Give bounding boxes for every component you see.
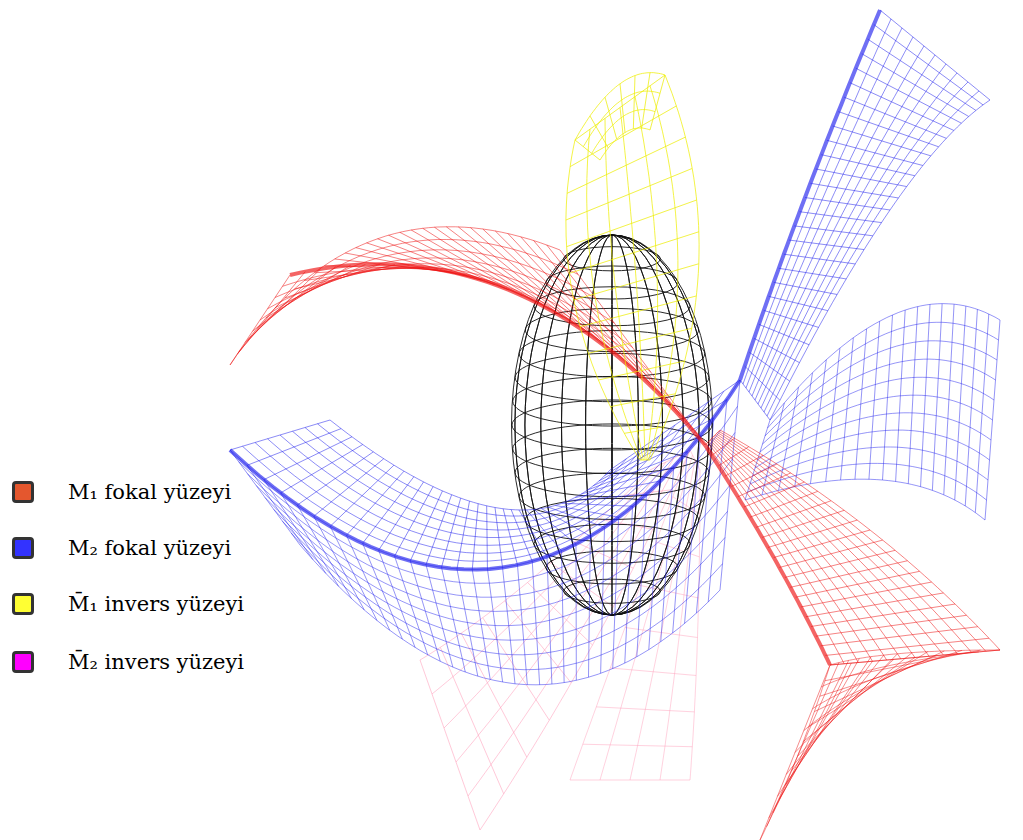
legend-label: M̄₁ invers yüzeyi <box>68 592 244 616</box>
mesh-line <box>650 75 699 460</box>
legend-entry: M̄₁ invers yüzeyi <box>12 592 244 616</box>
mesh-line <box>280 425 675 538</box>
mesh-line <box>768 322 999 428</box>
mesh-line <box>760 377 994 452</box>
mesh-line <box>749 37 913 392</box>
mesh-line <box>305 428 643 523</box>
mesh-line <box>468 454 682 796</box>
mesh-line <box>821 652 979 687</box>
mesh-line <box>255 403 708 554</box>
mesh-line <box>716 434 957 654</box>
mesh-line <box>440 647 503 794</box>
mesh-line <box>620 108 645 461</box>
mesh-line <box>620 84 625 133</box>
mesh-line <box>245 250 596 343</box>
mesh-line <box>256 459 732 612</box>
mesh-line <box>786 659 894 774</box>
mesh-line <box>290 264 705 445</box>
mesh-line <box>715 435 943 655</box>
mesh-line <box>758 395 993 460</box>
mesh-line <box>461 633 527 757</box>
mesh-line <box>753 430 990 476</box>
mesh-line <box>804 656 937 731</box>
mesh-line <box>592 110 655 154</box>
mesh-line <box>230 380 740 570</box>
mesh-line <box>230 227 560 365</box>
legend-label: M₁ fokal yüzeyi <box>68 480 231 504</box>
mesh-line <box>600 128 650 160</box>
mesh-line <box>648 86 678 460</box>
mesh-line <box>752 46 924 396</box>
legend-swatch <box>12 593 34 615</box>
mesh-line <box>745 479 985 520</box>
mesh-line <box>260 264 633 348</box>
legend-swatch <box>12 481 34 503</box>
parallel <box>564 579 661 603</box>
mesh-line <box>605 97 617 139</box>
focal-surface-1 <box>230 227 1000 840</box>
mesh-line <box>633 76 635 129</box>
mesh-line <box>690 470 700 780</box>
mesh-line <box>740 10 880 380</box>
mesh-line <box>575 73 665 140</box>
mesh-line <box>583 91 660 147</box>
mesh-line <box>605 118 643 460</box>
mesh-line <box>755 55 935 400</box>
mesh-line <box>268 414 692 546</box>
mesh-line <box>444 462 666 728</box>
mesh-line <box>718 433 972 653</box>
legend-entry: M₁ fokal yüzeyi <box>12 480 231 504</box>
mesh-line <box>283 521 726 655</box>
legend-label: M̄₂ invers yüzeyi <box>68 650 244 674</box>
mesh-line <box>566 140 640 460</box>
focal-surface-2 <box>230 10 1000 685</box>
mesh-line <box>274 509 728 640</box>
mesh-line <box>711 439 901 659</box>
mesh-line <box>248 433 736 598</box>
mesh-line <box>769 663 852 818</box>
mesh-line <box>650 75 665 130</box>
mesh-line <box>770 100 990 420</box>
parallel <box>512 400 712 450</box>
mesh-line <box>456 458 674 762</box>
mesh-line <box>743 19 891 384</box>
legend-swatch <box>12 537 34 559</box>
legend-label: M₂ fokal yüzeyi <box>68 536 231 560</box>
mesh-line <box>713 438 916 658</box>
mesh-line <box>635 97 658 460</box>
mesh-line <box>600 455 693 780</box>
mesh-line <box>291 533 722 670</box>
mesh-line <box>748 463 987 500</box>
mesh-line <box>330 420 610 510</box>
mesh-line <box>253 258 615 331</box>
legend-entry: M₂ fokal yüzeyi <box>12 536 231 560</box>
mesh-line <box>642 73 650 128</box>
mesh-line <box>719 431 986 651</box>
mesh-line <box>293 431 659 530</box>
mesh-line <box>767 91 979 416</box>
mesh-line <box>709 441 873 661</box>
mesh-line <box>300 545 720 685</box>
legend-swatch <box>12 651 34 673</box>
mesh-line <box>420 660 480 830</box>
mesh-line <box>795 658 915 753</box>
mesh-line <box>238 240 579 354</box>
mesh-line <box>505 601 571 683</box>
mesh-line <box>720 430 1000 650</box>
mesh-line <box>575 140 600 160</box>
parallel <box>515 448 709 496</box>
inverse-surface-1 <box>566 73 699 460</box>
mesh-line <box>265 485 730 626</box>
mesh-line <box>830 650 1000 665</box>
legend-entry: M̄₂ invers yüzeyi <box>12 650 244 674</box>
mesh-line <box>714 436 929 656</box>
mesh-line <box>708 443 859 663</box>
mesh-line <box>230 380 740 570</box>
parallel <box>515 353 709 401</box>
mesh-line <box>770 304 1000 420</box>
